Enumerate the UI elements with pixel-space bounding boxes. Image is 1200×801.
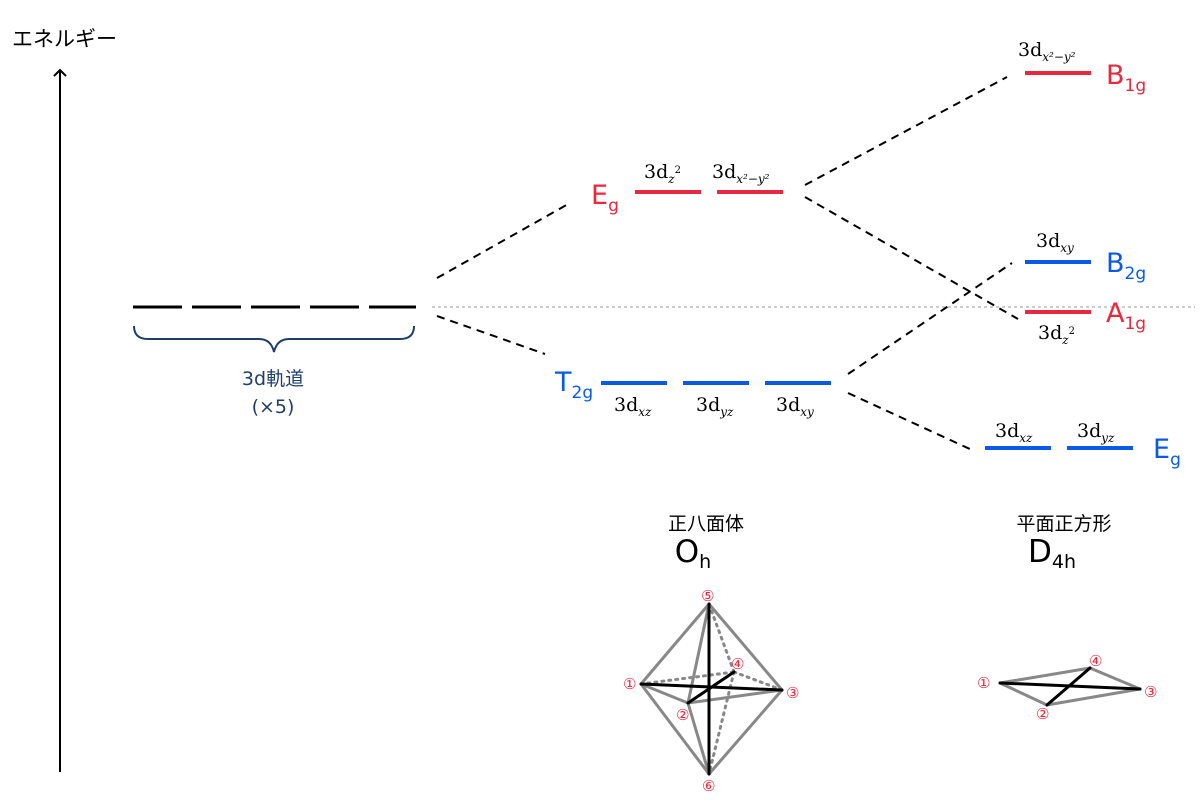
d4h-title: 平面正方形 [1016, 513, 1111, 535]
d4h-group: D4h [1028, 534, 1076, 573]
vertex-label: ⑤ [701, 587, 714, 605]
correlation-line [804, 76, 1008, 186]
vertex-label: ④ [731, 655, 744, 673]
correlation-line [847, 262, 1013, 375]
d4h-eg-label: Eg [1153, 434, 1181, 470]
correlation-line [436, 202, 571, 279]
free-ion-name: 3d軌道 [242, 368, 304, 390]
octahedron-vertex-labels: ① ② ③ ④ ⑤ ⑥ [623, 587, 799, 795]
correlation-line [847, 392, 973, 451]
d4h-a1g-label: A1g [1106, 298, 1146, 334]
orbital-label: 3dxy [776, 394, 814, 419]
vertex-label: ① [623, 675, 636, 693]
correlation-line [804, 196, 1019, 320]
square-planar-vertex-labels: ① ② ③ ④ [977, 652, 1157, 723]
free-ion-brace [133, 325, 415, 353]
oh-title: 正八面体 [668, 513, 744, 535]
vertex-label: ④ [1089, 652, 1102, 670]
orbital-label: 3dyz [1077, 420, 1115, 445]
vertex-label: ② [676, 706, 689, 724]
vertex-label: ① [977, 674, 990, 692]
oh-t2g-label: T2g [554, 367, 593, 403]
vertex-label: ② [1036, 705, 1049, 723]
vertex-label: ③ [786, 684, 799, 702]
orbital-label: 3dz2 [1038, 322, 1075, 347]
energy-axis-label: エネルギー [12, 27, 117, 51]
correlation-lines [436, 76, 1019, 451]
oh-eg-label: Eg [591, 180, 619, 216]
orbital-label: 3dxz [995, 420, 1033, 445]
orbital-label: 3dx²−y² [1018, 39, 1076, 64]
orbital-label: 3dxy [1036, 230, 1074, 255]
vertex-label: ③ [1144, 683, 1157, 701]
orbital-label: 3dyz [696, 394, 734, 419]
oh-group: Oh [675, 534, 711, 573]
orbital-label: 3dz2 [644, 161, 681, 186]
d4h-b2g-label: B2g [1106, 248, 1146, 284]
square-planar-figure [998, 666, 1142, 707]
vertex-label: ⑥ [702, 777, 715, 795]
orbital-label: 3dx²−y² [712, 161, 770, 186]
free-ion-count: (×5) [252, 396, 295, 418]
correlation-line [436, 315, 546, 355]
d4h-b1g-label: B1g [1106, 60, 1146, 96]
octahedron-figure [639, 602, 784, 776]
orbital-label: 3dxz [614, 394, 652, 419]
